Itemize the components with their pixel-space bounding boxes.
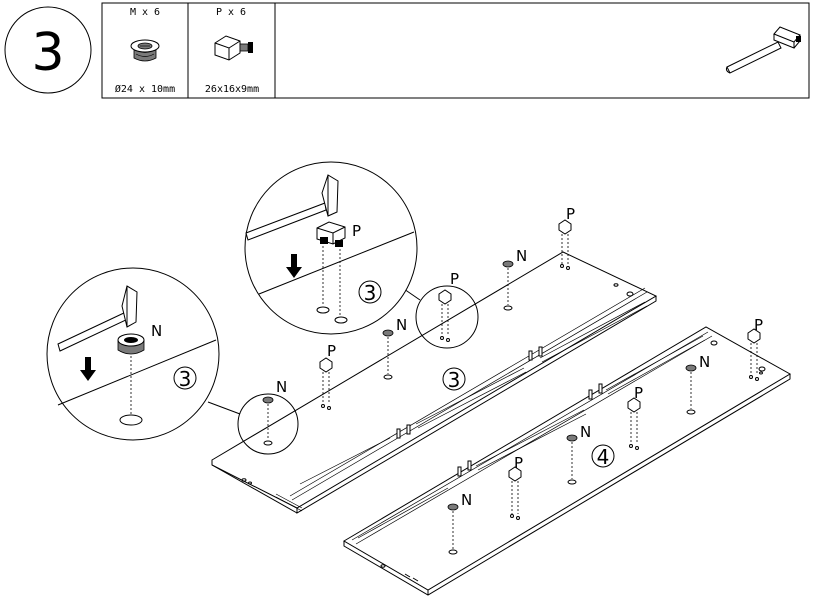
bracket-p-lower-3: P	[747, 316, 763, 381]
cam-fitting-bracket-icon	[214, 35, 253, 61]
part-p-dimension: 26x16x9mm	[205, 84, 259, 95]
nut-n-upper-3: N	[502, 247, 527, 311]
dowel-pins-upper	[396, 346, 543, 439]
detail-view-bracket: P 3	[244, 161, 418, 335]
bracket-tag: P	[634, 384, 643, 402]
detail-bracket-tag: P	[352, 222, 361, 240]
step-number: 3	[31, 23, 64, 83]
nut-n-lower-2: N	[566, 423, 591, 485]
part-p-cell: P x 6 26x16x9mm	[205, 7, 259, 95]
nut-n-upper-2: N	[382, 316, 407, 380]
cam-lock-nut-icon	[130, 39, 160, 62]
nut-tag: N	[516, 247, 527, 265]
hammer-icon	[245, 174, 339, 241]
detail-view-nut: N 3	[46, 267, 220, 441]
detail-nut-callout: 3	[179, 367, 192, 391]
detail-bracket-callout: 3	[364, 281, 377, 305]
part-m-cell: M x 6 Ø24 x 10mm	[115, 7, 175, 95]
bracket-p-upper-2: P	[438, 270, 459, 342]
nut-tag: N	[276, 378, 287, 396]
panel-callout-number: 3	[448, 368, 461, 392]
press-down-arrow-icon	[80, 357, 96, 381]
hammer-icon	[725, 26, 801, 74]
part-p-label: P x 6	[216, 7, 246, 18]
zoom-ring-nut	[237, 393, 299, 455]
cam-fitting-bracket-icon	[316, 221, 346, 247]
press-down-arrow-icon	[286, 254, 302, 278]
bracket-tag: P	[514, 454, 523, 472]
panel-callout-circle	[442, 367, 466, 391]
bracket-tag: P	[754, 316, 763, 334]
bracket-tag: P	[327, 342, 336, 360]
bracket-p-lower-1: P	[508, 454, 523, 520]
nut-tag: N	[396, 316, 407, 334]
panel-callout-circle	[591, 444, 615, 468]
nut-n-lower-3: N	[685, 353, 710, 415]
bracket-p-lower-2: P	[627, 384, 643, 450]
part-m-dimension: Ø24 x 10mm	[115, 83, 175, 95]
panel-callout-number: 4	[597, 445, 610, 469]
lower-panel: 4 N N N P	[343, 316, 791, 596]
bracket-tag: P	[566, 205, 575, 223]
nut-n-upper-1: N	[262, 378, 287, 446]
nut-tag: N	[699, 353, 710, 371]
zoom-ring-bracket	[415, 285, 479, 349]
upper-panel: 3 N N N P	[207, 205, 658, 514]
part-m-label: M x 6	[130, 7, 160, 18]
bracket-tag: P	[450, 270, 459, 288]
nut-n-lower-1: N	[447, 491, 472, 555]
nut-tag: N	[461, 491, 472, 509]
dowel-pins-lower	[457, 383, 603, 477]
parts-list-box: M x 6 Ø24 x 10mm P x 6 26x16x9mm	[101, 2, 810, 99]
bracket-p-upper-1: P	[319, 342, 336, 410]
cam-lock-nut-icon	[117, 333, 145, 355]
detail-nut-tag: N	[151, 322, 162, 340]
hammer-icon	[57, 285, 138, 352]
nut-tag: N	[580, 423, 591, 441]
bracket-p-upper-3: P	[558, 205, 575, 270]
step-number-badge: 3	[4, 6, 92, 94]
